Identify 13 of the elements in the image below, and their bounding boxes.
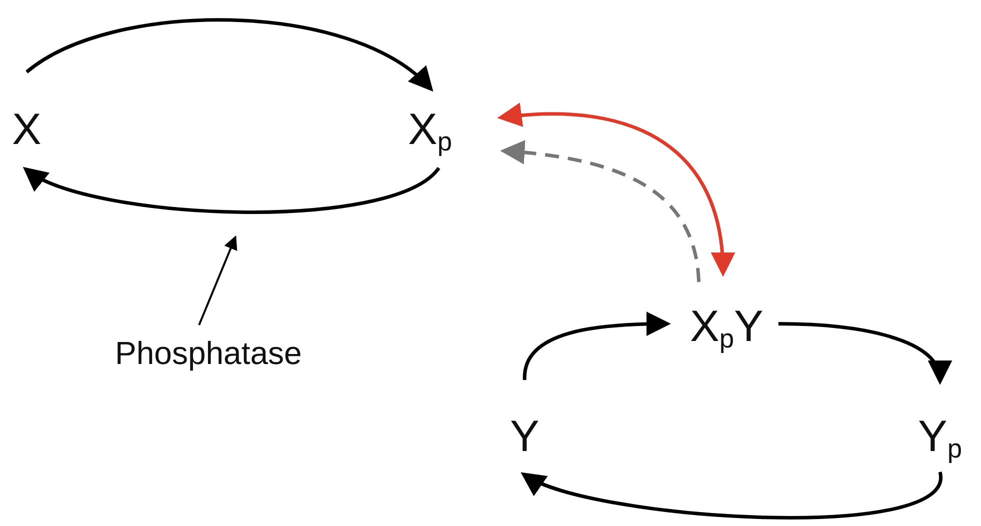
arrow	[500, 140, 701, 282]
node-label: Y$_{p}$	[918, 415, 962, 462]
node-label: Phosphatase	[115, 337, 302, 369]
node-label: X$_{p}$	[408, 108, 452, 155]
arrow	[198, 235, 238, 326]
arrow	[522, 312, 671, 380]
node-label: X$_{p}$Y	[690, 305, 764, 352]
arrow	[22, 166, 440, 214]
arrow	[520, 472, 942, 520]
node-label: X	[12, 108, 42, 152]
arrow	[26, 18, 434, 92]
node-label: Y	[510, 415, 540, 459]
arrow	[497, 103, 734, 277]
